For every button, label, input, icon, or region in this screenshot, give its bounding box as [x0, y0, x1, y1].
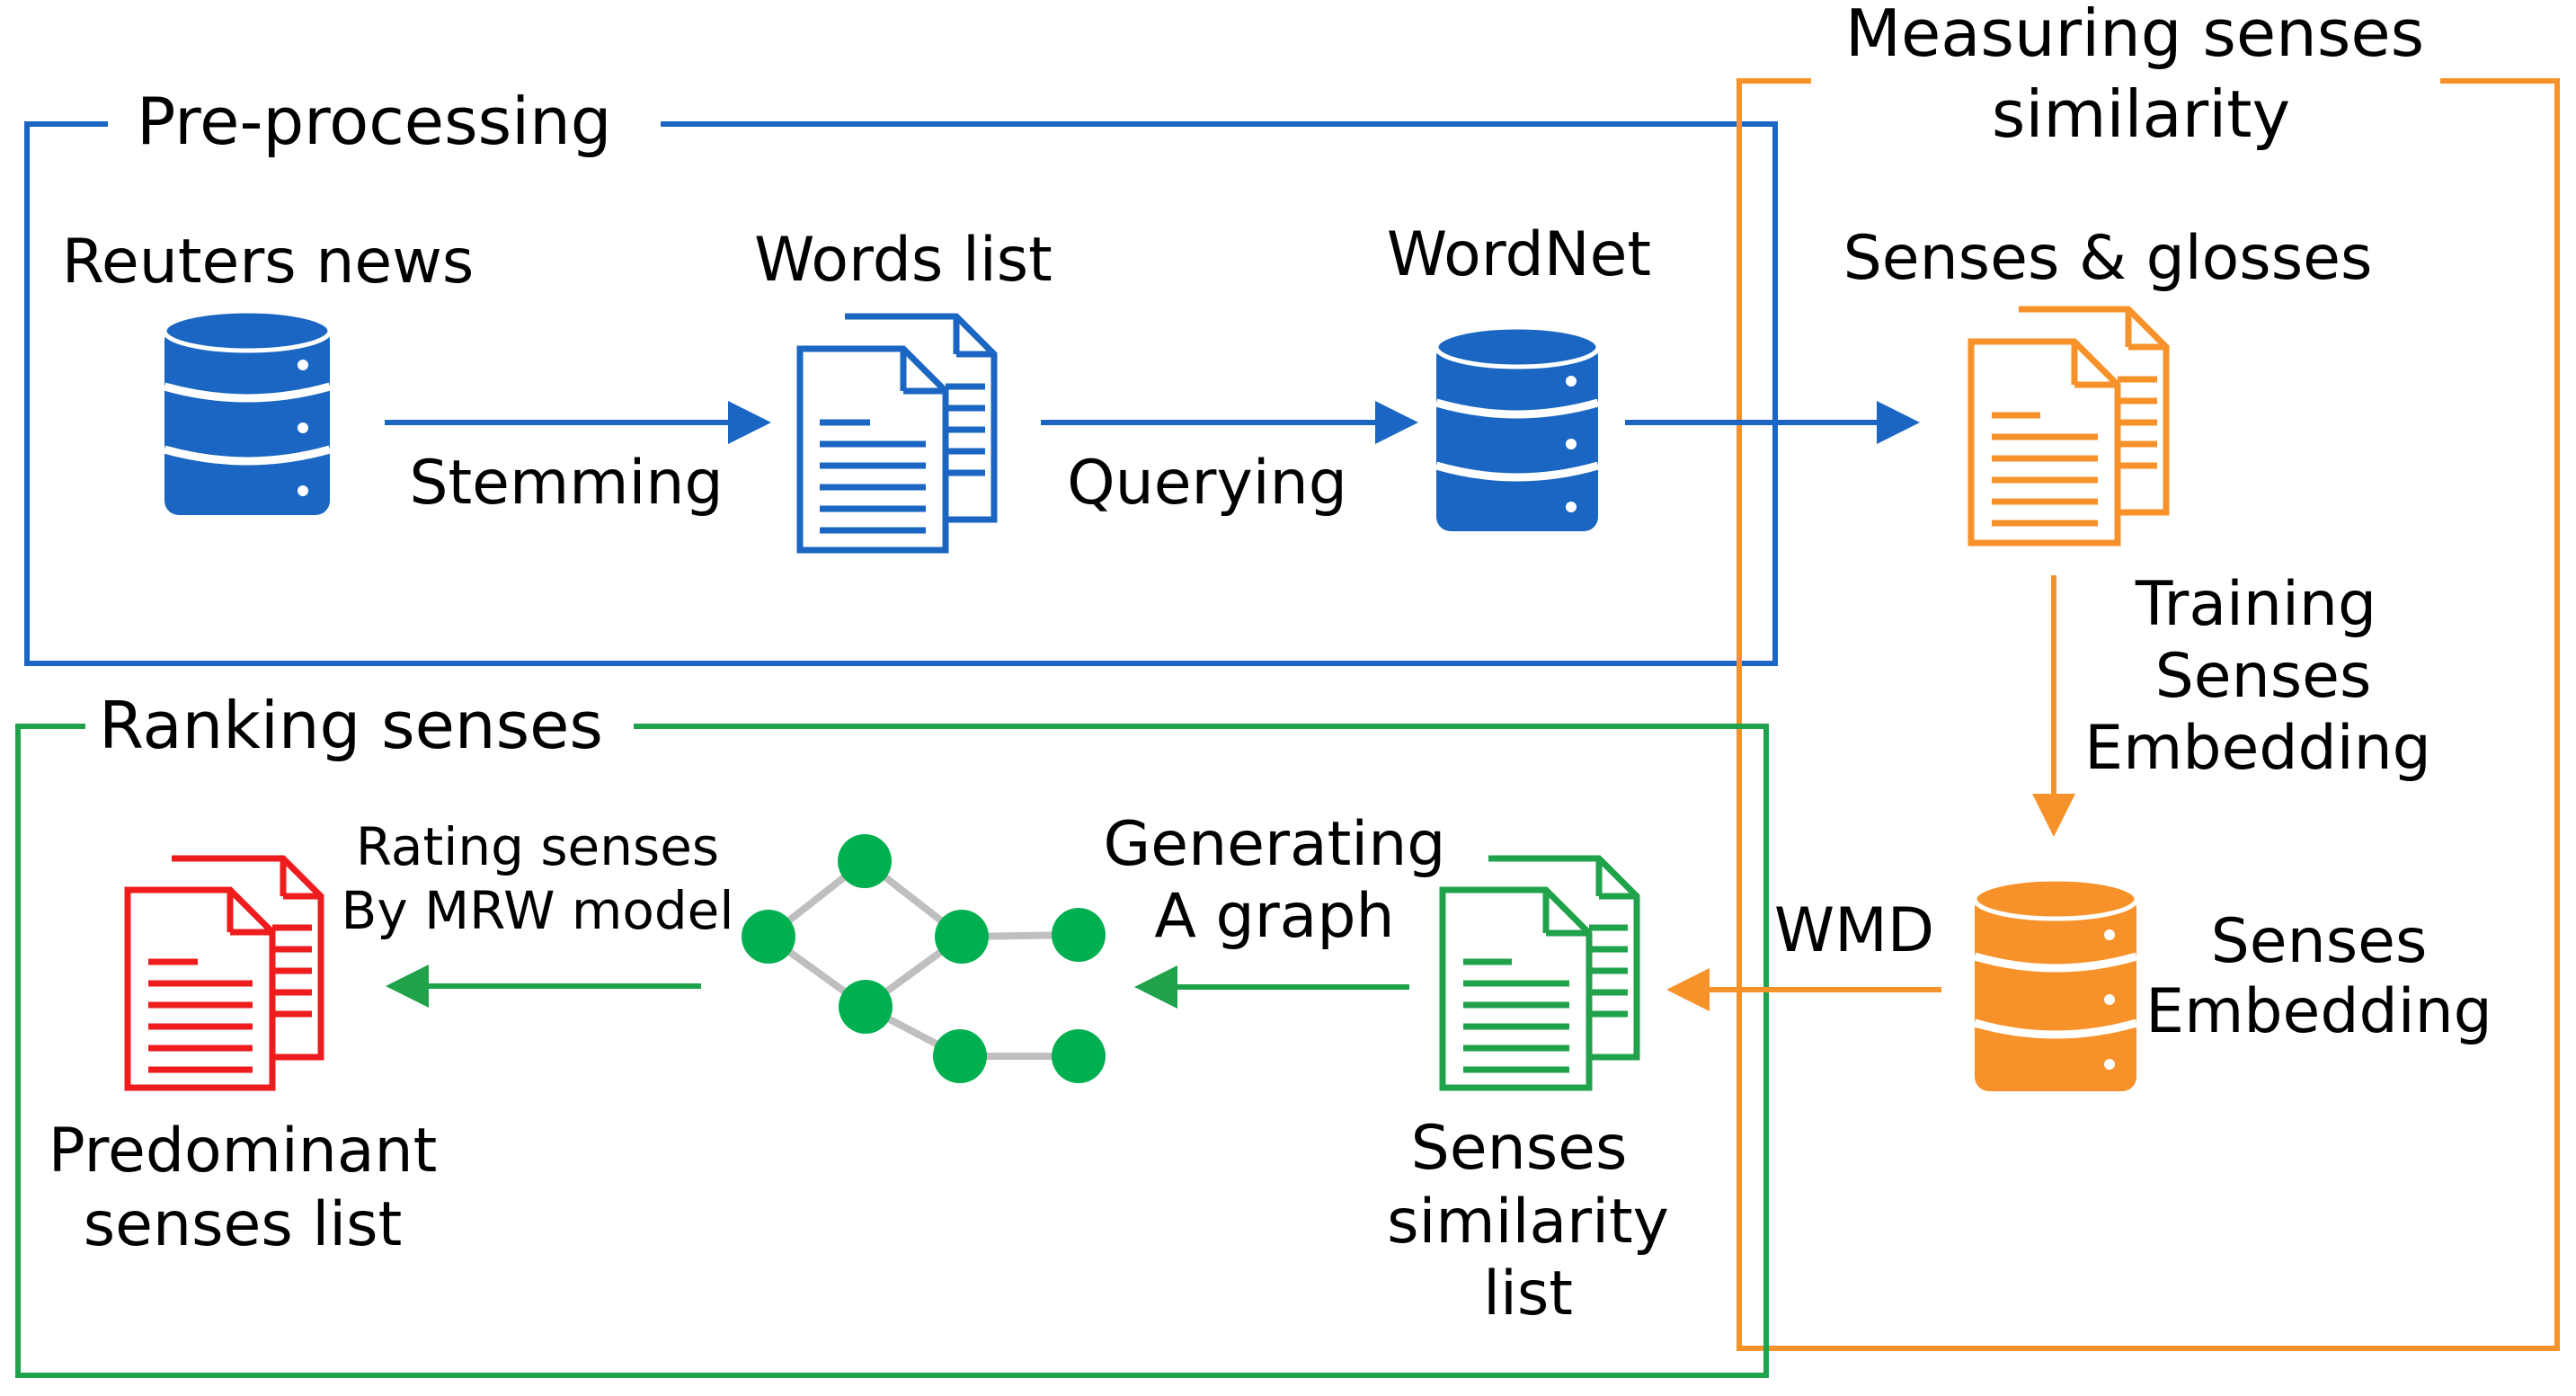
database-icon: [1972, 876, 2139, 1091]
generating-label-line2: A graph: [1154, 881, 1394, 952]
measuring-title-line2: similarity: [1992, 76, 2290, 152]
edge-stemming: Stemming: [385, 401, 771, 519]
edge-rating-senses: Rating senses By MRW model: [342, 816, 734, 1008]
graph-node: [933, 1029, 987, 1083]
rating-label-line2: By MRW model: [342, 880, 734, 941]
document-icon: [796, 313, 998, 554]
graph-node: [1052, 908, 1106, 962]
similarity-list-label-line2: similarity: [1387, 1187, 1669, 1258]
preprocessing-group: Pre-processing: [24, 84, 1778, 666]
document-icon: [1439, 855, 1640, 1091]
similarity-list-label-line1: Senses: [1411, 1113, 1628, 1184]
database-icon: [1434, 325, 1601, 531]
graph-node: [742, 910, 795, 964]
predominant-label-line1: Predominant: [49, 1116, 438, 1187]
senses-similarity-list-node: Senses similarity list: [1387, 855, 1669, 1329]
querying-label: Querying: [1067, 448, 1347, 519]
ranking-title: Ranking senses: [99, 688, 603, 763]
wmd-label: WMD: [1774, 895, 1934, 966]
measuring-title-line1: Measuring senses: [1845, 0, 2424, 71]
graph-node: [1052, 1029, 1106, 1083]
graph-icon: [742, 834, 1106, 1083]
document-icon: [1968, 306, 2170, 547]
graph-node: [935, 910, 989, 964]
graph-node: [839, 980, 893, 1034]
edge-training: Training Senses Embedding: [2032, 569, 2431, 837]
preprocessing-title: Pre-processing: [137, 84, 611, 159]
stemming-label: Stemming: [409, 448, 723, 519]
wordnet-node: WordNet: [1387, 219, 1651, 531]
ranking-group: Ranking senses: [15, 688, 1769, 1378]
training-label-line3: Embedding: [2084, 713, 2431, 784]
measuring-group: Measuring senses similarity: [1737, 0, 2560, 1351]
document-icon: [124, 855, 324, 1091]
edge-wmd: WMD: [1666, 895, 1941, 1011]
graph-node: [838, 834, 892, 888]
predominant-label-line2: senses list: [84, 1189, 403, 1260]
database-icon: [162, 308, 333, 515]
senses-glosses-label: Senses & glosses: [1843, 223, 2373, 294]
wordnet-label: WordNet: [1387, 219, 1651, 290]
edge-generating-graph: Generating A graph: [1104, 809, 1446, 1009]
words-list-node: Words list: [754, 225, 1053, 554]
edge-querying: Querying: [1041, 401, 1418, 519]
training-label-line2: Senses: [2155, 641, 2372, 712]
senses-glosses-node: Senses & glosses: [1843, 223, 2373, 547]
training-label-line1: Training: [2135, 569, 2376, 640]
reuters-news-node: Reuters news: [62, 227, 475, 515]
senses-embedding-node: Senses Embedding: [1972, 876, 2492, 1091]
senses-embedding-label-line1: Senses: [2211, 906, 2428, 977]
generating-label-line1: Generating: [1104, 809, 1446, 880]
words-list-label: Words list: [754, 225, 1053, 296]
rating-label-line1: Rating senses: [356, 816, 719, 877]
reuters-news-label: Reuters news: [62, 227, 475, 298]
predominant-senses-node: Predominant senses list: [49, 855, 438, 1260]
similarity-list-label-line3: list: [1483, 1258, 1573, 1329]
senses-embedding-label-line2: Embedding: [2145, 976, 2492, 1047]
